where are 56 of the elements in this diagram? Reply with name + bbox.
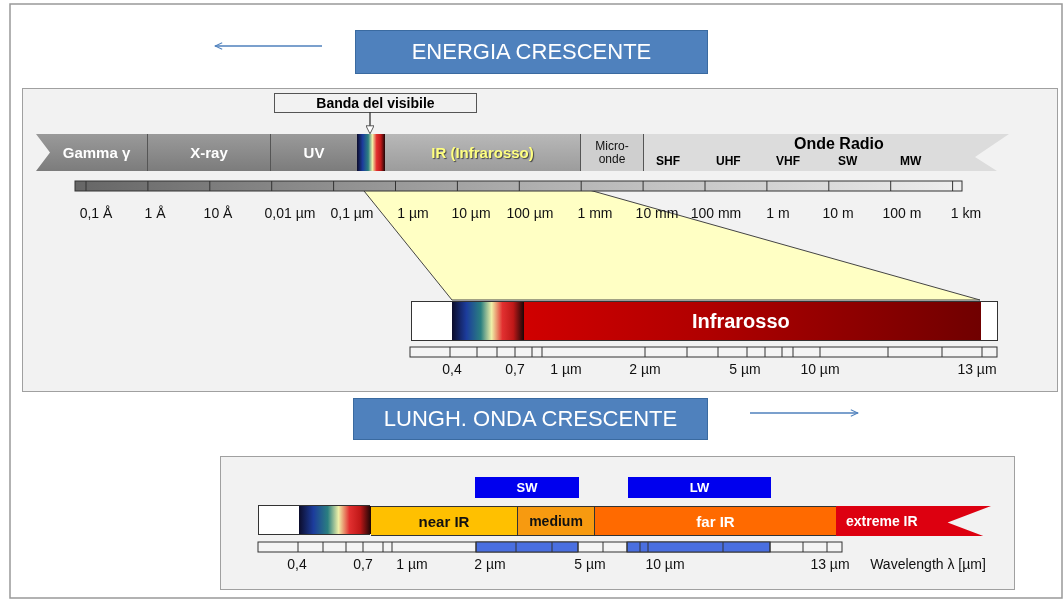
scale-label: 1 µm xyxy=(550,361,582,377)
title-banner: LUNGH. ONDA CRESCENTE xyxy=(353,398,708,440)
scale-label: 1 km xyxy=(950,205,982,221)
band-segment: X-ray xyxy=(148,134,271,171)
scale-label: 5 µm xyxy=(729,361,761,377)
infrared-bar xyxy=(411,301,998,341)
band-segment: Micro- onde xyxy=(581,134,644,171)
scale-label: 0,01 µm xyxy=(264,205,316,221)
scale-label: 0,7 xyxy=(353,556,373,572)
band-segment: medium xyxy=(517,506,595,536)
scale-label: 0,1 µm xyxy=(330,205,374,221)
panel-background xyxy=(220,456,1015,590)
scale-label: 1 Å xyxy=(144,205,166,221)
scale-label: 10 µm xyxy=(800,361,840,377)
callout-box: Banda del visibile xyxy=(274,93,477,113)
band-segment: far IR xyxy=(595,506,836,536)
arrow xyxy=(365,111,375,135)
band-segment: IR (Infrarosso) xyxy=(385,134,581,171)
scale-label: 2 µm xyxy=(474,556,506,572)
scale-label: 100 mm xyxy=(690,205,742,221)
scale-label: 0,1 Å xyxy=(79,205,113,221)
scale-label: 10 µm xyxy=(645,556,685,572)
band-segment: extreme IR xyxy=(836,506,991,536)
band-label: SW xyxy=(838,154,858,168)
band-box: SW xyxy=(475,477,579,498)
band-label: VHF xyxy=(776,154,800,168)
scale-label: 0,4 xyxy=(287,556,307,572)
scale-label: Wavelength λ [µm] xyxy=(870,556,986,572)
scale-label: 2 µm xyxy=(629,361,661,377)
visible-spectrum-strip xyxy=(357,134,385,171)
scale-label: 1 m xyxy=(766,205,790,221)
scale-label: 1 µm xyxy=(396,556,428,572)
scale-label: 10 mm xyxy=(635,205,679,221)
scale-label: 1 µm xyxy=(397,205,429,221)
scale-label: 0,4 xyxy=(442,361,462,377)
title-banner: ENERGIA CRESCENTE xyxy=(355,30,708,74)
scale-label: 0,7 xyxy=(505,361,525,377)
band-segment: near IR xyxy=(371,506,517,536)
scale-label: 13 µm xyxy=(957,361,997,377)
scale-label: 10 µm xyxy=(451,205,491,221)
scale-label: 1 mm xyxy=(577,205,613,221)
scale-label: 10 m xyxy=(822,205,854,221)
scale-label: 10 Å xyxy=(203,205,233,221)
band-label: UHF xyxy=(716,154,741,168)
band-segment: Gamma γ xyxy=(36,134,148,171)
scale-label: 100 µm xyxy=(506,205,554,221)
band-segment: UV xyxy=(271,134,357,171)
band-segment xyxy=(644,134,1009,171)
band-label: MW xyxy=(900,154,922,168)
scale-label: 100 m xyxy=(882,205,922,221)
band-label: SHF xyxy=(656,154,680,168)
scale-label: 13 µm xyxy=(810,556,850,572)
scale-label: 5 µm xyxy=(574,556,606,572)
band-label: Infrarosso xyxy=(692,310,790,333)
band-label: Onde Radio xyxy=(794,135,884,153)
band-box: LW xyxy=(628,477,771,498)
